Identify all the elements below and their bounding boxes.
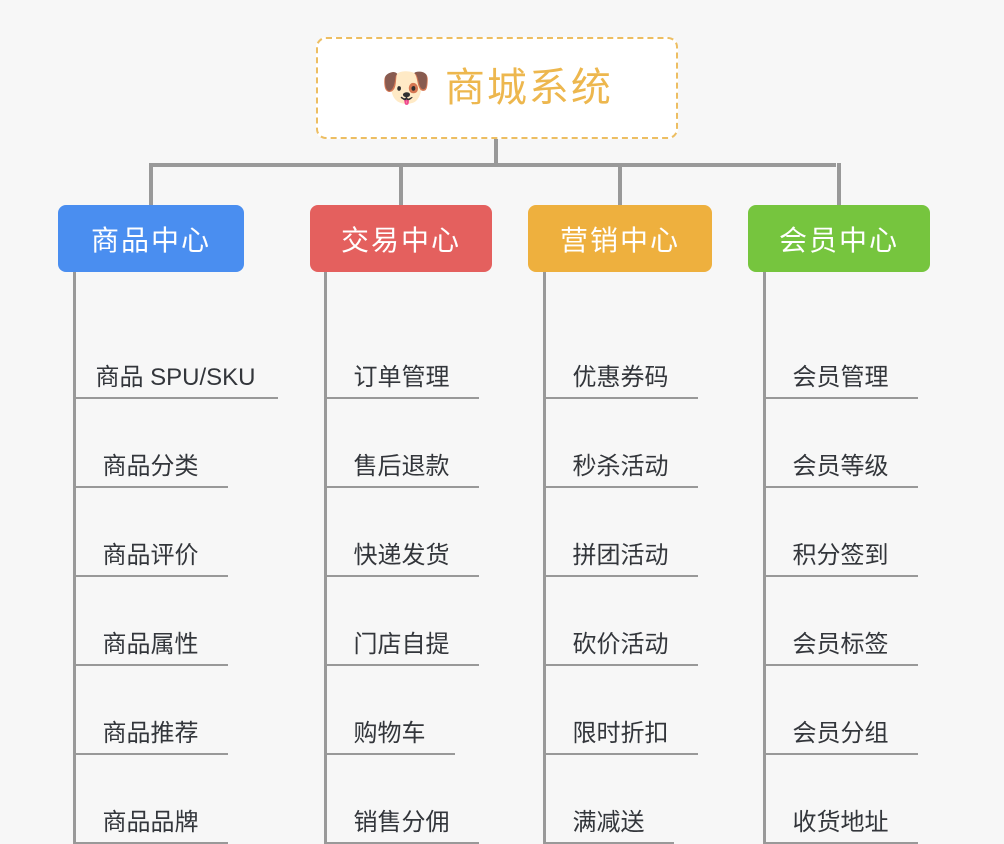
leaf-item-label: 商品评价 — [102, 541, 199, 569]
leaf-item[interactable]: 满减送 — [543, 798, 674, 844]
category-trade-center[interactable]: 交易中心 — [310, 205, 492, 272]
leaf-item[interactable]: 门店自提 — [324, 620, 479, 666]
connector-drop-marketing-center — [618, 163, 622, 205]
trunk-member-center — [763, 272, 766, 844]
trunk-marketing-center — [543, 272, 546, 844]
category-product-center[interactable]: 商品中心 — [58, 205, 244, 272]
leaf-item[interactable]: 商品属性 — [73, 620, 228, 666]
leaf-item[interactable]: 销售分佣 — [324, 798, 479, 844]
leaf-item-label: 门店自提 — [353, 630, 450, 658]
leaf-item[interactable]: 砍价活动 — [543, 620, 698, 666]
connector-drop-member-center — [837, 163, 841, 205]
leaf-item[interactable]: 优惠券码 — [543, 353, 698, 399]
leaf-item[interactable]: 拼团活动 — [543, 531, 698, 577]
leaf-item[interactable]: 商品分类 — [73, 442, 228, 488]
category-label: 交易中心 — [340, 224, 461, 256]
connector-bus — [152, 163, 836, 167]
leaf-item-label: 优惠券码 — [572, 363, 669, 391]
leaf-item-label: 售后退款 — [353, 452, 450, 480]
leaf-item-label: 限时折扣 — [572, 719, 669, 747]
leaf-item[interactable]: 积分签到 — [763, 531, 918, 577]
leaf-item[interactable]: 会员标签 — [763, 620, 918, 666]
leaf-item[interactable]: 会员分组 — [763, 709, 918, 755]
leaf-item[interactable]: 商品 SPU/SKU — [73, 353, 278, 399]
category-label: 营销中心 — [559, 224, 680, 256]
connector-drop-product-center — [149, 163, 153, 205]
root-title: 商城系统 — [444, 66, 613, 110]
connector-stem — [494, 139, 498, 167]
leaf-item-label: 购物车 — [353, 719, 426, 747]
category-member-center[interactable]: 会员中心 — [748, 205, 930, 272]
leaf-item-label: 收货地址 — [792, 808, 889, 836]
leaf-item-label: 快递发货 — [353, 541, 450, 569]
leaf-item[interactable]: 会员等级 — [763, 442, 918, 488]
leaf-item-label: 订单管理 — [353, 363, 450, 391]
category-label: 商品中心 — [90, 224, 211, 256]
leaf-item[interactable]: 售后退款 — [324, 442, 479, 488]
leaf-item-label: 砍价活动 — [572, 630, 669, 658]
trunk-trade-center — [324, 272, 327, 844]
trunk-product-center — [73, 272, 76, 844]
leaf-item-label: 会员分组 — [792, 719, 889, 747]
leaf-item[interactable]: 订单管理 — [324, 353, 479, 399]
leaf-item-label: 会员标签 — [792, 630, 889, 658]
leaf-item[interactable]: 收货地址 — [763, 798, 918, 844]
leaf-item-label: 会员等级 — [792, 452, 889, 480]
connector-drop-trade-center — [399, 163, 403, 205]
leaf-item-label: 商品品牌 — [102, 808, 199, 836]
leaf-item[interactable]: 购物车 — [324, 709, 455, 755]
leaf-item-label: 商品属性 — [102, 630, 199, 658]
category-label: 会员中心 — [778, 224, 899, 256]
leaf-item-label: 会员管理 — [792, 363, 889, 391]
leaf-item[interactable]: 秒杀活动 — [543, 442, 698, 488]
leaf-item-label: 满减送 — [572, 808, 645, 836]
leaf-item[interactable]: 商品品牌 — [73, 798, 228, 844]
root-node[interactable]: 🐶 商城系统 — [316, 37, 678, 139]
leaf-item-label: 商品推荐 — [102, 719, 199, 747]
leaf-item-label: 商品 SPU/SKU — [95, 363, 256, 391]
leaf-item-label: 销售分佣 — [353, 808, 450, 836]
leaf-item[interactable]: 商品推荐 — [73, 709, 228, 755]
category-marketing-center[interactable]: 营销中心 — [528, 205, 712, 272]
leaf-item[interactable]: 限时折扣 — [543, 709, 698, 755]
leaf-item[interactable]: 商品评价 — [73, 531, 228, 577]
leaf-item[interactable]: 会员管理 — [763, 353, 918, 399]
leaf-item-label: 拼团活动 — [572, 541, 669, 569]
leaf-item-label: 秒杀活动 — [572, 452, 669, 480]
leaf-item-label: 积分签到 — [792, 541, 889, 569]
leaf-item[interactable]: 快递发货 — [324, 531, 479, 577]
leaf-item-label: 商品分类 — [102, 452, 199, 480]
dog-face-icon: 🐶 — [381, 66, 431, 110]
